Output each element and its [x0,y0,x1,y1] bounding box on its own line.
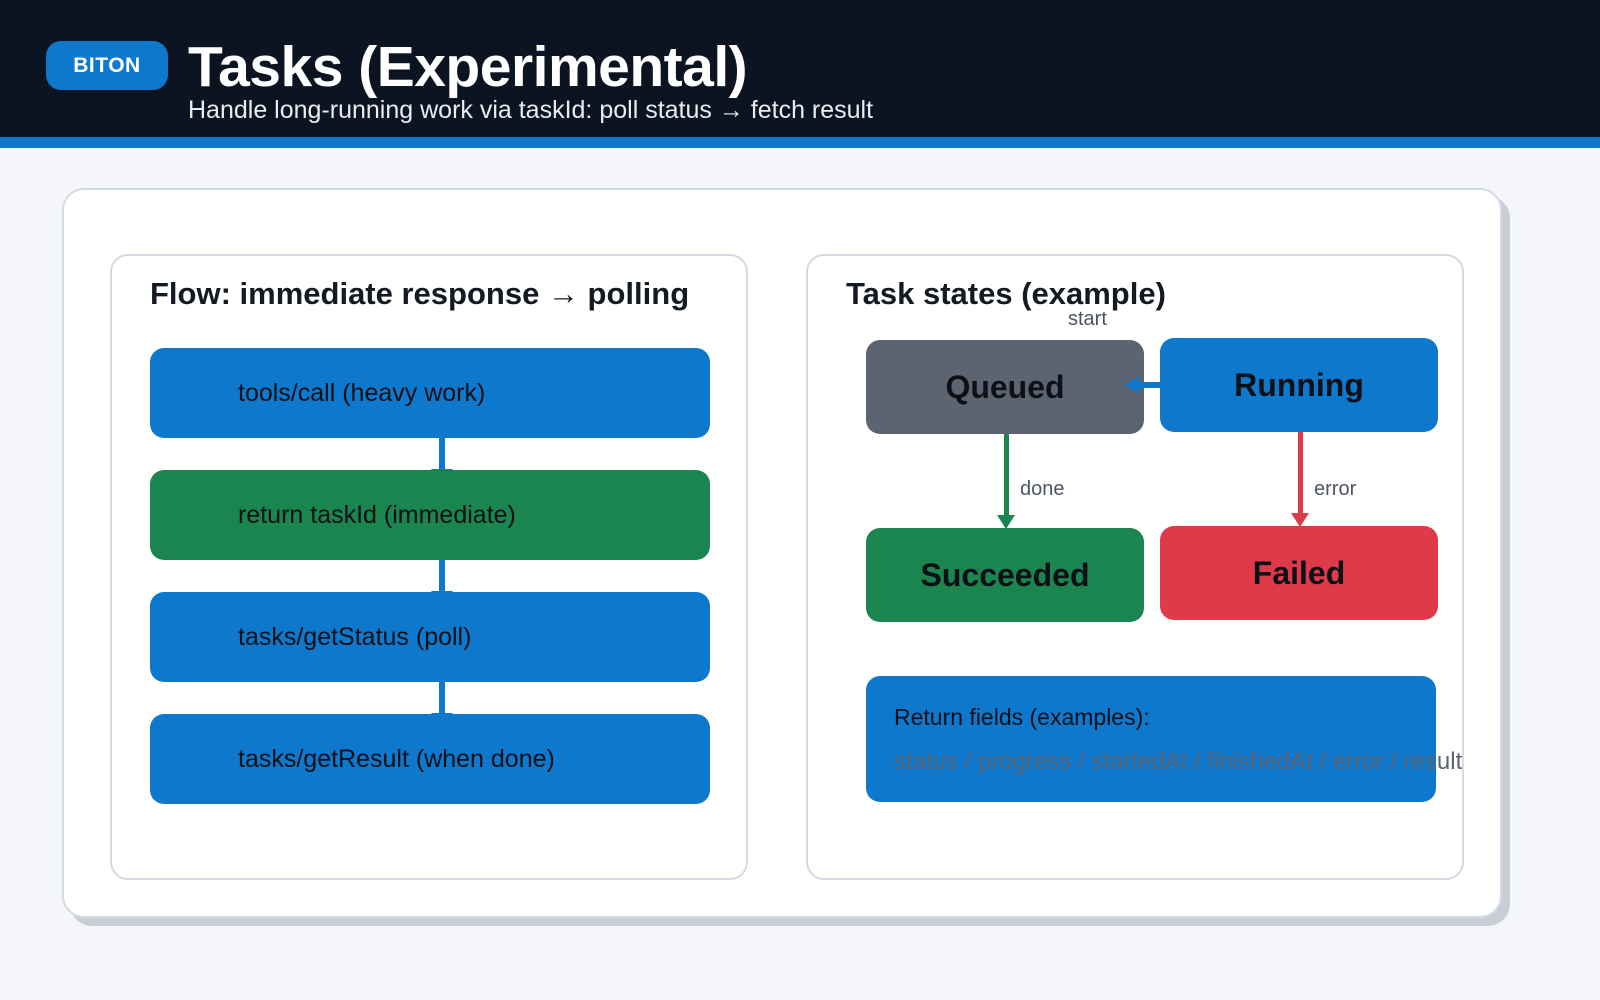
state-box-succeeded[interactable]: Succeeded [866,528,1144,622]
transition-label-error: error [1314,478,1357,500]
state-box-running[interactable]: Running [1160,338,1438,432]
transition-arrow-start [1125,376,1166,394]
flow-step-get-result[interactable]: tasks/getResult (when done) [150,714,710,804]
transition-label-start: start [1068,308,1107,330]
page-header: BITON Tasks (Experimental) Handle long-r… [0,0,1600,137]
flow-card: Flow: immediate response → polling tools… [110,254,748,880]
task-states-card: Task states (example) start Queued Runni… [806,254,1464,880]
flow-step-tools-call[interactable]: tools/call (heavy work) [150,348,710,438]
return-fields-box: Return fields (examples): status / progr… [866,676,1462,802]
flow-step-get-status[interactable]: tasks/getStatus (poll) [150,592,710,682]
flow-card-title: Flow: immediate response → polling [150,276,690,311]
state-box-failed[interactable]: Failed [1160,526,1438,620]
transition-label-done: done [1020,478,1065,500]
task-states-card-title: Task states (example) [846,276,1166,311]
transition-arrow-error [1291,432,1309,527]
state-box-queued[interactable]: Queued [866,340,1144,434]
transition-arrow-done [997,434,1015,529]
page-subtitle: Handle long-running work via taskId: pol… [188,96,874,124]
content-shell: Flow: immediate response → polling tools… [62,188,1502,918]
return-fields-title: Return fields (examples): [894,704,1150,730]
flow-step-return-taskid[interactable]: return taskId (immediate) [150,470,710,560]
page-title: Tasks (Experimental) [188,35,748,99]
flow-arrow-3 [431,682,453,728]
flow-arrow-2 [431,560,453,606]
return-fields-values: status / progress / startedAt / finished… [894,748,1464,775]
flow-arrow-1 [431,438,453,484]
biton-logo-badge: BITON [46,41,168,90]
header-accent-bar [0,137,1600,148]
